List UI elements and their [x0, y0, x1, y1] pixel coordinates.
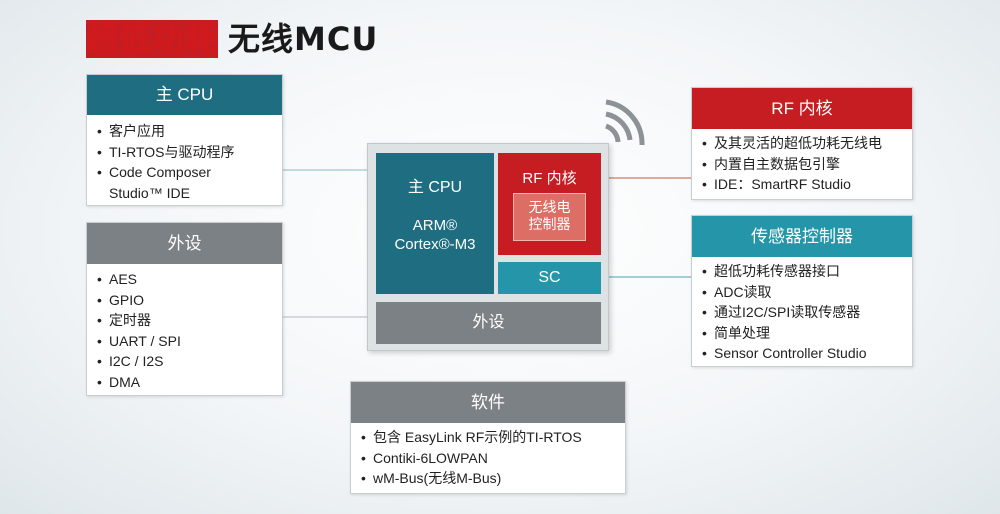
chip-rf-core: RF 内核 无线电 控制器 — [498, 153, 601, 255]
list-item: 定时器 — [87, 310, 282, 331]
wifi-signal-icon — [604, 99, 645, 146]
main-cpu-list: 客户应用 TI-RTOS与驱动程序 Code Composer Studio™ … — [87, 115, 282, 203]
list-item: Contiki-6LOWPAN — [351, 448, 625, 469]
list-item: AES — [87, 269, 282, 290]
list-item: 简单处理 — [692, 323, 912, 344]
software-header: 软件 — [351, 382, 625, 423]
list-item: UART / SPI — [87, 331, 282, 352]
chip-radio-line2: 控制器 — [528, 216, 571, 232]
sensor-controller-box: 传感器控制器 超低功耗传感器接口 ADC读取 通过I2C/SPI读取传感器 简单… — [691, 215, 913, 367]
list-item: 通过I2C/SPI读取传感器 — [692, 302, 912, 323]
chip-rf-title: RF 内核 — [522, 170, 577, 187]
chip-radio-line1: 无线电 — [528, 199, 571, 215]
list-item: wM-Bus(无线M-Bus) — [351, 468, 625, 489]
main-cpu-header: 主 CPU — [87, 75, 282, 115]
rf-core-header: RF 内核 — [692, 88, 912, 129]
chip-cpu-title: 主 CPU — [407, 179, 463, 196]
chip-main-cpu: 主 CPU ARM® Cortex®-M3 — [376, 153, 494, 294]
list-item: IDE：SmartRF Studio — [692, 174, 912, 195]
peripherals-list: AES GPIO 定时器 UART / SPI I2C / I2S DMA — [87, 264, 282, 392]
list-item: 内置自主数据包引擎 — [692, 154, 912, 175]
list-item: Studio™ IDE — [109, 184, 190, 201]
chip-cpu-core-line2: Cortex®-M3 — [394, 236, 476, 253]
chip-cpu-core-line1: ARM® — [412, 217, 458, 234]
list-item: Sensor Controller Studio — [692, 343, 912, 364]
list-item: DMA — [87, 372, 282, 393]
sensor-controller-list: 超低功耗传感器接口 ADC读取 通过I2C/SPI读取传感器 简单处理 Sens… — [692, 257, 912, 364]
chip-peripherals: 外设 — [376, 302, 601, 344]
page-title: 超低功耗无线MCU — [86, 14, 378, 60]
main-cpu-box: 主 CPU 客户应用 TI-RTOS与驱动程序 Code Composer St… — [86, 74, 283, 206]
rf-core-list: 及其灵活的超低功耗无线电 内置自主数据包引擎 IDE：SmartRF Studi… — [692, 129, 912, 195]
list-item: 超低功耗传感器接口 — [692, 261, 912, 282]
list-item: ADC读取 — [692, 282, 912, 303]
rf-core-box: RF 内核 及其灵活的超低功耗无线电 内置自主数据包引擎 IDE：SmartRF… — [691, 87, 913, 200]
list-item: 及其灵活的超低功耗无线电 — [692, 133, 912, 154]
title-highlight: 超低功耗 — [86, 20, 219, 58]
sensor-controller-header: 传感器控制器 — [692, 216, 912, 257]
software-box: 软件 包含 EasyLink RF示例的TI-RTOS Contiki-6LOW… — [350, 381, 626, 494]
title-rest: 无线MCU — [228, 20, 379, 58]
chip-block: 主 CPU ARM® Cortex®-M3 RF 内核 无线电 控制器 SC 外… — [367, 143, 609, 351]
chip-sc: SC — [498, 262, 601, 294]
software-list: 包含 EasyLink RF示例的TI-RTOS Contiki-6LOWPAN… — [351, 423, 625, 489]
chip-radio-controller: 无线电 控制器 — [513, 193, 586, 241]
list-item: 包含 EasyLink RF示例的TI-RTOS — [351, 427, 625, 448]
peripherals-box: 外设 AES GPIO 定时器 UART / SPI I2C / I2S DMA — [86, 222, 283, 396]
list-item: I2C / I2S — [87, 351, 282, 372]
list-item: TI-RTOS与驱动程序 — [87, 142, 282, 163]
list-item: Code Composer — [87, 162, 282, 183]
peripherals-header: 外设 — [87, 223, 282, 264]
list-item: 客户应用 — [87, 121, 282, 142]
list-item: GPIO — [87, 290, 282, 311]
